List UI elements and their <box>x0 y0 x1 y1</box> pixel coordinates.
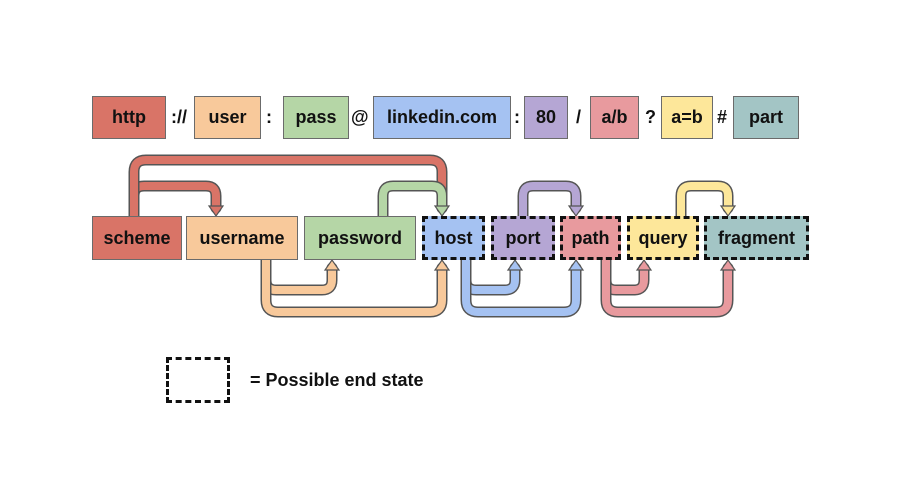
arrowhead-host-bottom <box>433 258 451 271</box>
url-separator-scheme: :// <box>171 107 187 127</box>
url-pass: pass <box>283 96 349 139</box>
legend-label: = Possible end state <box>250 370 424 390</box>
state-path: path <box>560 216 621 260</box>
arrow-port-to-path <box>517 180 582 222</box>
state-password: password <box>304 216 416 260</box>
url-separator-colon: : <box>266 107 272 127</box>
arrowhead-username-top <box>207 205 225 218</box>
arrowhead-fragment-bottom <box>719 258 737 271</box>
url-path: a/b <box>590 96 639 139</box>
arrowhead-fragment-top <box>719 205 737 218</box>
arrowhead-query-bottom <box>635 258 653 271</box>
arrow-query-to-fragment <box>675 180 734 222</box>
state-scheme: scheme <box>92 216 182 260</box>
state-host: host <box>422 216 485 260</box>
url-user: user <box>194 96 261 139</box>
arrowhead-password-bottom <box>323 258 341 271</box>
url-separator-at: @ <box>351 107 369 127</box>
url-scheme: http <box>92 96 166 139</box>
state-port: port <box>491 216 555 260</box>
state-query: query <box>627 216 699 260</box>
legend-dashed-box <box>166 357 230 403</box>
url-query: a=b <box>661 96 713 139</box>
arrowhead-path-top <box>567 205 585 218</box>
url-fragment: part <box>733 96 799 139</box>
url-separator-question: ? <box>645 107 656 127</box>
arrow-host-to-port <box>460 252 521 296</box>
url-separator-hash: # <box>717 107 728 127</box>
arrowhead-port-bottom <box>506 258 524 271</box>
arrow-password-to-host <box>377 180 448 222</box>
state-fragment: fragment <box>704 216 809 260</box>
url-separator-slash: / <box>576 107 582 127</box>
arrow-username-to-password <box>260 252 338 296</box>
arrow-scheme-to-username <box>128 180 222 222</box>
arrowhead-path-bottom <box>567 258 585 271</box>
url-separator-port: : <box>514 107 520 127</box>
url-host: linkedin.com <box>373 96 511 139</box>
arrowhead-host-top <box>433 205 451 218</box>
state-username: username <box>186 216 298 260</box>
url-port: 80 <box>524 96 568 139</box>
